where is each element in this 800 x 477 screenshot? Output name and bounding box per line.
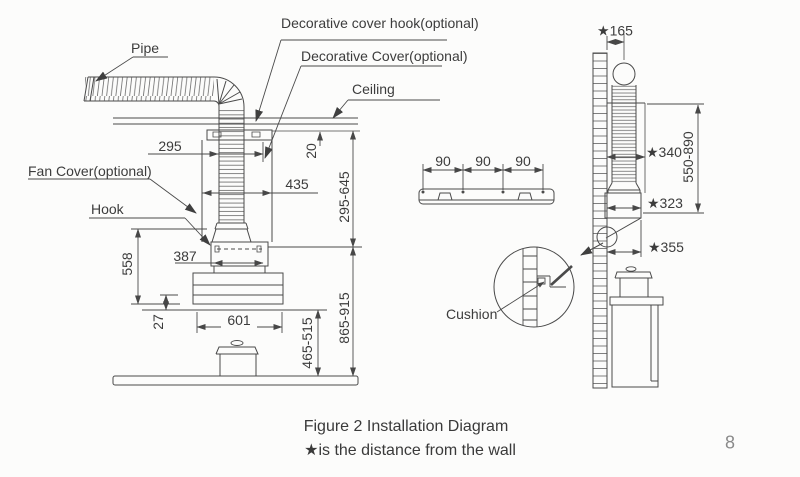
side-view-drawing [494,34,704,388]
front-view-drawing [28,40,447,385]
page-number: 8 [724,432,736,453]
decorative-cover-hook-label: Decorative cover hook(optional) [281,15,479,31]
dim-90-1: 90 [435,153,451,169]
dim-295-645: 295-645 [336,171,352,223]
cushion-label: Cushion [446,306,498,322]
dim-387: 387 [173,248,197,264]
hook-label: Hook [91,201,124,217]
dim-558: 558 [119,252,135,276]
side-dimension-lines [606,36,704,257]
dim-star-355: ★355 [648,239,684,255]
ceiling-label: Ceiling [352,81,395,97]
front-dimension-lines [131,130,362,377]
dim-550-890: 550-890 [680,131,696,183]
dim-90-3: 90 [515,153,531,169]
fan-cover-label: Fan Cover(optional) [28,163,152,179]
dim-star-165: ★165 [597,22,633,39]
leader-lines [28,40,447,246]
dim-star-340: ★340 [646,144,682,160]
dim-465-515: 465-515 [299,317,315,369]
bracket-drawing [419,164,554,204]
dim-601: 601 [227,312,251,328]
dim-435: 435 [285,176,309,192]
dim-295: 295 [158,138,182,154]
dim-20: 20 [303,143,319,159]
figure-caption-note: ★is the distance from the wall [304,442,516,459]
pipe-label: Pipe [131,40,160,56]
dim-27: 27 [150,314,166,330]
decorative-cover-label: Decorative Cover(optional) [301,48,468,64]
dim-90-2: 90 [475,153,491,169]
dim-star-323: ★323 [647,195,683,211]
dim-865-915: 865-915 [336,292,352,344]
figure-caption: Figure 2 Installation Diagram [303,418,509,435]
